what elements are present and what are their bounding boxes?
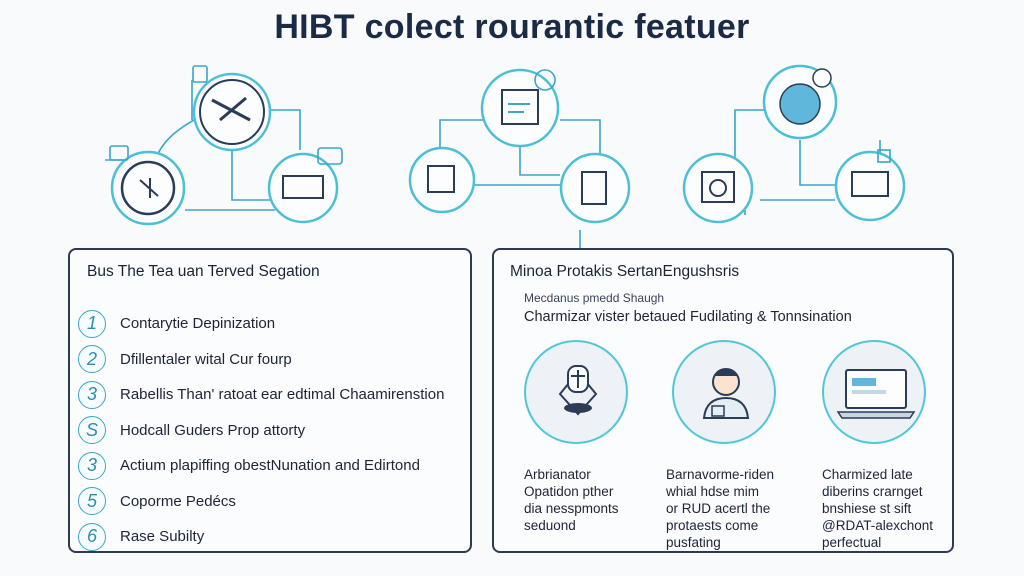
left-panel-title: Bus The Tea uan Terved Segation bbox=[87, 263, 320, 280]
list-number: 3 bbox=[78, 451, 106, 480]
feature-line: or RUD acertl the bbox=[666, 501, 771, 516]
feature-line: Opatidon pther bbox=[524, 484, 614, 499]
feature-line: @RDAT-alexchont bbox=[822, 518, 933, 533]
feature-text-2: Barnavorme-riden whial hdse mim or RUD a… bbox=[666, 466, 774, 551]
feature-line: seduond bbox=[524, 518, 576, 533]
right-panel-title: Minoa Protakis SertanEngushsris bbox=[510, 263, 740, 280]
feature-circle-2 bbox=[672, 340, 776, 444]
list-number: 3 bbox=[78, 380, 106, 409]
feature-circle-3 bbox=[822, 340, 926, 444]
page-title: HIBT colect rourantic featuer bbox=[274, 8, 750, 46]
feature-text-1: Arbrianator Opatidon pther dia nesspmont… bbox=[524, 466, 619, 534]
right-panel: Minoa Protakis SertanEngushsris Mecdanus… bbox=[492, 248, 954, 553]
list-item-text: Hodcall Guders Prop attorty bbox=[120, 421, 306, 439]
list-item-text: Dfillentaler wital Cur fourp bbox=[120, 350, 292, 368]
list-number: 2 bbox=[78, 345, 106, 374]
list-number: 5 bbox=[78, 487, 106, 516]
list-number: 1 bbox=[78, 309, 106, 338]
clipboard-icon bbox=[581, 171, 607, 205]
feature-line: Charmized late bbox=[822, 467, 913, 482]
feature-line: diberins crarnget bbox=[822, 484, 923, 499]
feature-line: dia nesspmonts bbox=[524, 501, 619, 516]
laptop-icon bbox=[836, 369, 916, 419]
feature-line: pusfating bbox=[666, 535, 721, 550]
right-panel-subtitle-2: Charmizar vister betaued Fudilating & To… bbox=[524, 309, 852, 325]
feature-line: protaests come bbox=[666, 518, 759, 533]
feature-line: whial hdse mim bbox=[666, 484, 760, 499]
flow-diagram bbox=[105, 64, 906, 250]
right-panel-subtitle: Mecdanus pmedd Shaugh bbox=[524, 291, 665, 305]
list-item-text: Rabellis Than' ratoat ear edtimal Chaami… bbox=[120, 386, 445, 404]
cabinet-icon bbox=[427, 165, 455, 193]
plane-icon bbox=[211, 96, 251, 122]
list-item: 2 Dfillentaler wital Cur fourp bbox=[78, 342, 470, 378]
monitor-icon bbox=[851, 171, 889, 197]
list-item-text: Actium plapiffing obestNunation and Edir… bbox=[120, 457, 420, 475]
feature-circle-1 bbox=[524, 340, 628, 444]
list-item: 6 Rase Subilty bbox=[78, 519, 470, 555]
person-icon bbox=[702, 368, 750, 419]
list-number: 6 bbox=[78, 522, 106, 551]
document-icon bbox=[282, 175, 324, 199]
list-number: S bbox=[78, 416, 106, 445]
feature-line: Arbrianator bbox=[524, 467, 591, 482]
list-item-text: Rase Subilty bbox=[120, 528, 205, 546]
feature-line: Barnavorme-riden bbox=[666, 467, 775, 482]
target-icon bbox=[120, 160, 176, 216]
list-item-text: Coporme Pedécs bbox=[120, 492, 236, 510]
globe-icon bbox=[779, 83, 821, 125]
chart-board-icon bbox=[501, 89, 539, 125]
cross-shield-icon bbox=[558, 365, 598, 416]
list-item: 3 Rabellis Than' ratoat ear edtimal Chaa… bbox=[78, 377, 470, 413]
feature-line: perfectual bbox=[822, 535, 882, 550]
feature-line: bnshiese st sift bbox=[822, 501, 912, 516]
list-item-text: Contarytie Depinization bbox=[120, 315, 276, 333]
list-item: 1 Contarytie Depinization bbox=[78, 306, 470, 342]
list-item: S Hodcall Guders Prop attorty bbox=[78, 413, 470, 449]
list-item: 5 Coporme Pedécs bbox=[78, 484, 470, 520]
numbered-list: 1 Contarytie Depinization 2 Dfillentaler… bbox=[78, 306, 470, 555]
node-group-2 bbox=[408, 68, 631, 224]
safe-icon bbox=[701, 171, 735, 203]
list-item: 3 Actium plapiffing obestNunation and Ed… bbox=[78, 448, 470, 484]
feature-text-3: Charmized late diberins crarnget bnshies… bbox=[822, 466, 933, 551]
left-panel: Bus The Tea uan Terved Segation 1 Contar… bbox=[68, 248, 472, 553]
node-group-3 bbox=[682, 64, 906, 224]
node-group-1 bbox=[109, 65, 343, 226]
